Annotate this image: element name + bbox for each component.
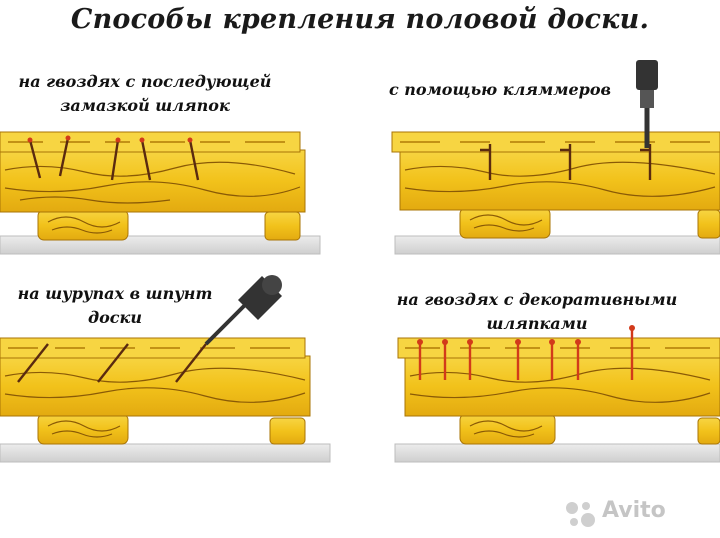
screwdriver-icon	[204, 275, 282, 346]
nail	[188, 139, 200, 181]
decorative-nail-head	[467, 339, 473, 345]
caption-panel-2: с помощью кляммеров	[360, 78, 640, 102]
nail	[28, 139, 42, 179]
decorative-nail-head	[575, 339, 581, 345]
caption-line: шляпками	[486, 314, 588, 333]
joist	[269, 417, 306, 445]
nail-head	[115, 137, 121, 143]
nail	[58, 137, 70, 177]
base-floor	[394, 443, 720, 463]
caption-line: замазкой шляпок	[60, 96, 230, 115]
floor-board	[0, 149, 306, 213]
floor-board	[399, 149, 720, 211]
decorative-nail-head	[417, 339, 423, 345]
floor-board	[0, 355, 311, 417]
caption-panel-1: на гвоздях с последующей замазкой шляпок	[0, 70, 290, 118]
joist	[697, 417, 720, 445]
panel-2-illustration	[391, 60, 720, 255]
decorative-nail-head	[515, 339, 521, 345]
nail-head	[139, 137, 145, 143]
decorative-nail-head	[549, 339, 555, 345]
nail-head	[27, 137, 33, 143]
caption-panel-3: на шурупах в шпунт доски	[0, 282, 230, 330]
panel-3-illustration	[0, 275, 331, 463]
watermark-text: Avito	[602, 498, 666, 523]
floor-board	[404, 355, 720, 417]
decorative-nail-head	[442, 339, 448, 345]
clamp	[640, 144, 652, 180]
avito-watermark: Avito	[562, 496, 712, 532]
decorative-nail-head	[629, 325, 635, 331]
nail	[140, 139, 152, 181]
panel-1-illustration	[0, 131, 321, 255]
joist	[459, 413, 556, 445]
caption-line: на гвоздях с декоративными	[396, 290, 678, 309]
base-floor	[0, 443, 331, 463]
caption-panel-4: на гвоздях с декоративными шляпками	[372, 288, 702, 336]
nail-gun-icon	[636, 60, 658, 148]
caption-line: на гвоздях с последующей	[18, 72, 272, 91]
nail-head	[187, 137, 193, 143]
base-floor	[394, 235, 720, 255]
joist	[264, 211, 301, 241]
screw	[175, 343, 207, 383]
joist	[697, 209, 720, 239]
panel-4-illustration	[394, 325, 720, 463]
avito-logo-icon	[566, 502, 595, 527]
caption-line: с помощью кляммеров	[388, 80, 612, 99]
diagram-title: Способы крепления половой доски.	[70, 4, 650, 35]
clamp	[480, 144, 492, 180]
screw	[17, 343, 49, 383]
screw	[97, 343, 129, 383]
caption-line: доски	[88, 308, 142, 327]
nail-head	[65, 135, 71, 141]
caption-line: на шурупах в шпунт	[17, 284, 213, 303]
clamp	[560, 144, 572, 180]
nail	[110, 139, 120, 181]
